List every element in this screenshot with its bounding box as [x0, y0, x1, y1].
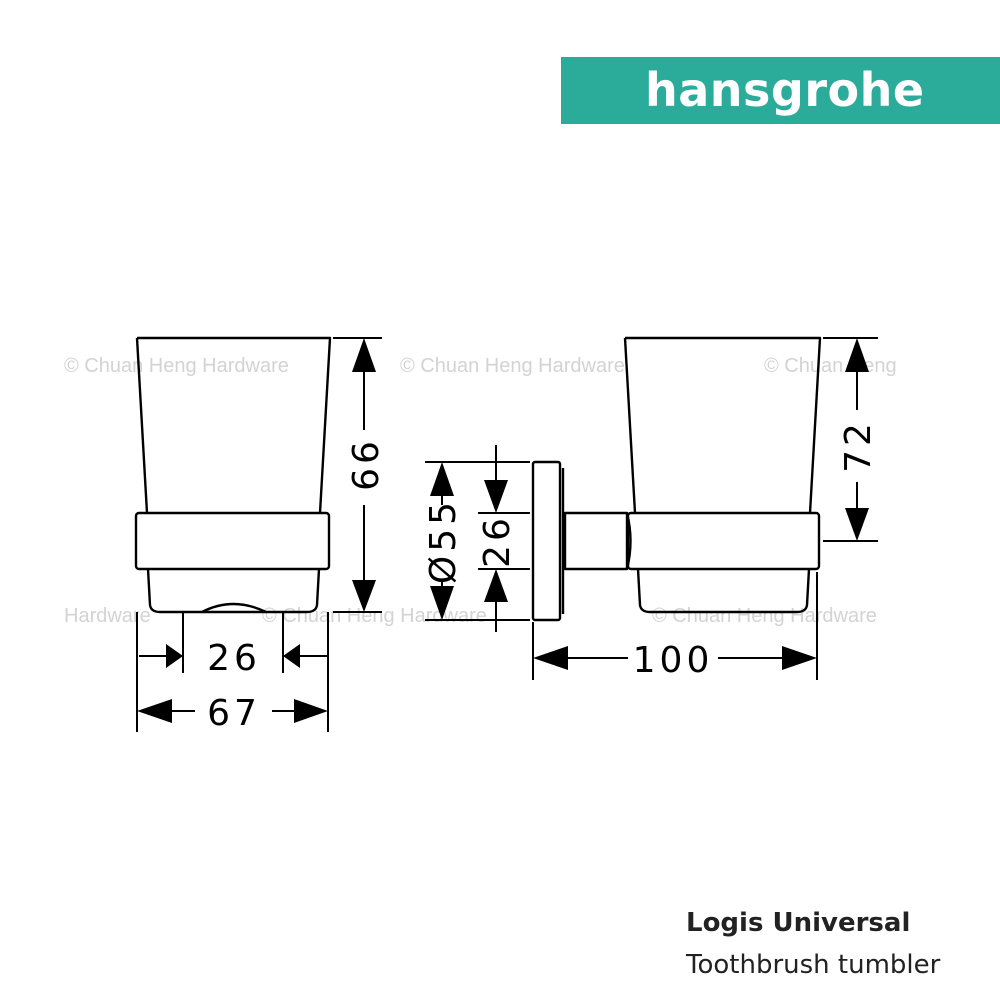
dimension-lines — [136, 337, 878, 732]
front-cup-left-edge — [135, 337, 149, 514]
watermark-text: © Chuan Heng — [764, 355, 897, 377]
side-cup-outline — [625, 336, 822, 514]
side-view — [531, 336, 822, 622]
front-view — [134, 336, 332, 614]
brand-logo: hansgrohe — [645, 62, 925, 117]
watermark-text: © Chuan Heng Hardware — [652, 605, 877, 627]
front-cup-bottom — [146, 568, 321, 614]
watermark-layer: © Chuan Heng Hardware © Chuan Heng Hardw… — [64, 355, 897, 627]
dim-rosette-diameter: Ø55 — [423, 498, 464, 584]
watermark-text: © Chuan Heng Hardware — [262, 605, 487, 627]
side-holder-ring — [626, 511, 821, 571]
dimension-labels: 99 26 67 Ø55 26 100 72 — [207, 419, 879, 734]
dim-cup-height: 72 — [838, 419, 879, 473]
side-cup-left-edge — [623, 337, 637, 514]
dim-holder-height: 26 — [477, 514, 518, 568]
holder-arm — [563, 511, 629, 571]
front-cup-outline — [137, 336, 332, 514]
dim-base-width: 26 — [207, 638, 261, 679]
front-cup-base-curve — [201, 602, 267, 614]
wall-rosette — [531, 460, 562, 622]
product-type: Toothbrush tumbler — [686, 950, 941, 980]
product-name: Logis Universal — [686, 908, 911, 938]
brand-banner: hansgrohe — [561, 57, 1000, 124]
side-cup-bottom — [636, 568, 811, 614]
front-holder-ring — [134, 511, 331, 571]
dim-projection: 100 — [633, 640, 714, 681]
dim-total-width: 67 — [207, 693, 261, 734]
watermark-text: © Chuan Heng Hardware — [64, 355, 289, 377]
watermark-text: Hardware — [64, 605, 151, 627]
watermark-text: © Chuan Heng Hardware — [400, 355, 625, 377]
dim-height-total: 99 — [343, 441, 384, 495]
